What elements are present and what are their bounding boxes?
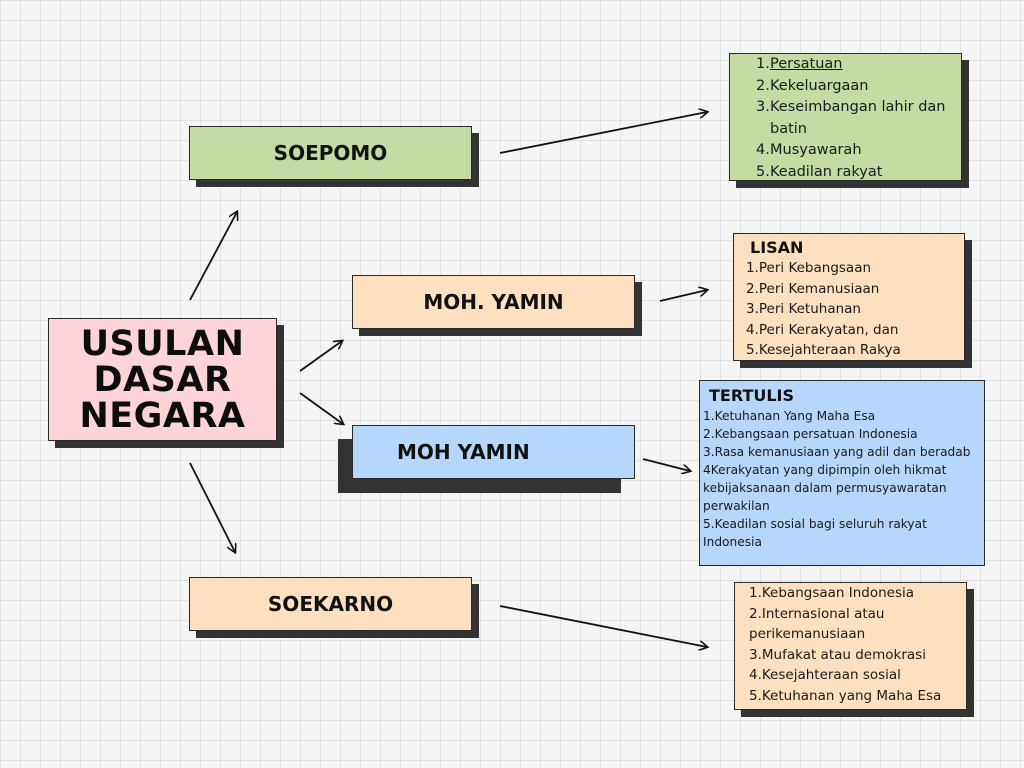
- yamin-lisan-node: MOH. YAMIN: [352, 275, 635, 329]
- item-number: 2.: [756, 77, 770, 94]
- tertulis-list: 1.Ketuhanan Yang Maha Esa 2.Kebangsaan p…: [703, 407, 980, 551]
- arrow-soepomo-list: [499, 112, 707, 154]
- soepomo-list-box: 1. Persatuan 2. Kekeluargaan 3. Keseimba…: [729, 53, 962, 181]
- item-number: 1.: [756, 56, 770, 72]
- soepomo-list: 1. Persatuan 2. Kekeluargaan 3. Keseimba…: [756, 54, 953, 183]
- lisan-list-box: LISAN 1.Peri Kebangsaan 2.Peri Kemanusia…: [733, 233, 965, 361]
- central-title-line-2: DASAR: [93, 359, 232, 400]
- list-item: 5.Kesejahteraan Rakya: [746, 342, 901, 358]
- central-title: USULAN DASAR NEGARA: [79, 326, 245, 434]
- arrow-to-soepomo: [189, 212, 237, 301]
- item-text: Keadilan rakyat: [770, 163, 883, 180]
- tertulis-list-box: TERTULIS 1.Ketuhanan Yang Maha Esa 2.Keb…: [699, 380, 985, 566]
- yamin-tertulis-node: MOH YAMIN: [352, 425, 635, 479]
- item-number: 5.: [756, 163, 770, 180]
- arrow-to-yamin-tertulis: [299, 392, 343, 424]
- list-item: 1.Ketuhanan Yang Maha Esa: [703, 409, 876, 423]
- item-number: 4.: [756, 142, 770, 158]
- list-item: 1.Kebangsaan Indonesia: [749, 585, 915, 601]
- soepomo-label: SOEPOMO: [273, 141, 388, 165]
- soekarno-label: SOEKARNO: [267, 592, 394, 616]
- item-text: Kekeluargaan: [770, 77, 869, 94]
- arrow-tertulis-list: [642, 458, 690, 471]
- arrow-lisan-list: [659, 290, 707, 302]
- yamin-tertulis-label: MOH YAMIN: [397, 440, 530, 464]
- central-node: USULAN DASAR NEGARA: [48, 318, 277, 441]
- tertulis-title: TERTULIS: [709, 386, 795, 405]
- arrow-to-soekarno: [189, 462, 235, 552]
- list-item: 2.Kebangsaan persatuan Indonesia: [703, 427, 918, 441]
- list-item: 1. Persatuan: [756, 54, 953, 76]
- list-item: 2. Kekeluargaan: [756, 76, 953, 98]
- soekarno-list-box: 1.Kebangsaan Indonesia 2.Internasional a…: [734, 582, 967, 710]
- list-item: 5.Ketuhanan yang Maha Esa: [749, 687, 942, 704]
- list-item: 3.Mufakat atau demokrasi: [749, 646, 926, 663]
- list-item: 4Kerakyatan yang dipimpin oleh hikmat ke…: [703, 463, 947, 513]
- soekarno-node: SOEKARNO: [189, 577, 472, 631]
- arrow-soekarno-list: [499, 605, 707, 647]
- list-item: 3. Keseimbangan lahir dan batin: [756, 97, 953, 140]
- yamin-lisan-label: MOH. YAMIN: [423, 290, 564, 314]
- item-number: 3.: [756, 99, 770, 115]
- item-text: Musyawarah: [770, 142, 862, 158]
- soepomo-node: SOEPOMO: [189, 126, 472, 180]
- central-title-line-3: NEGARA: [79, 395, 246, 436]
- list-item: 1.Peri Kebangsaan: [746, 260, 872, 276]
- list-item: 5.Keadilan sosial bagi seluruh rakyat In…: [703, 517, 927, 549]
- soekarno-list: 1.Kebangsaan Indonesia 2.Internasional a…: [749, 583, 960, 706]
- list-item: 4. Musyawarah: [756, 140, 953, 162]
- item-text: Keseimbangan lahir dan batin: [770, 99, 946, 137]
- list-item: 5. Keadilan rakyat: [756, 162, 953, 184]
- list-item: 2.Peri Kemanusiaan: [746, 280, 880, 297]
- item-text: Persatuan: [770, 56, 843, 72]
- lisan-title: LISAN: [750, 238, 804, 257]
- central-title-line-1: USULAN: [80, 323, 245, 364]
- list-item: 4.Peri Kerakyatan, dan: [746, 321, 899, 338]
- arrow-to-yamin-lisan: [299, 341, 342, 372]
- list-item: 3.Rasa kemanusiaan yang adil dan beradab: [703, 445, 971, 459]
- list-item: 4.Kesejahteraan sosial: [749, 667, 901, 683]
- list-item: 2.Internasional atau perikemanusiaan: [749, 605, 885, 643]
- lisan-list: 1.Peri Kebangsaan 2.Peri Kemanusiaan 3.P…: [746, 258, 958, 361]
- list-item: 3.Peri Ketuhanan: [746, 301, 861, 317]
